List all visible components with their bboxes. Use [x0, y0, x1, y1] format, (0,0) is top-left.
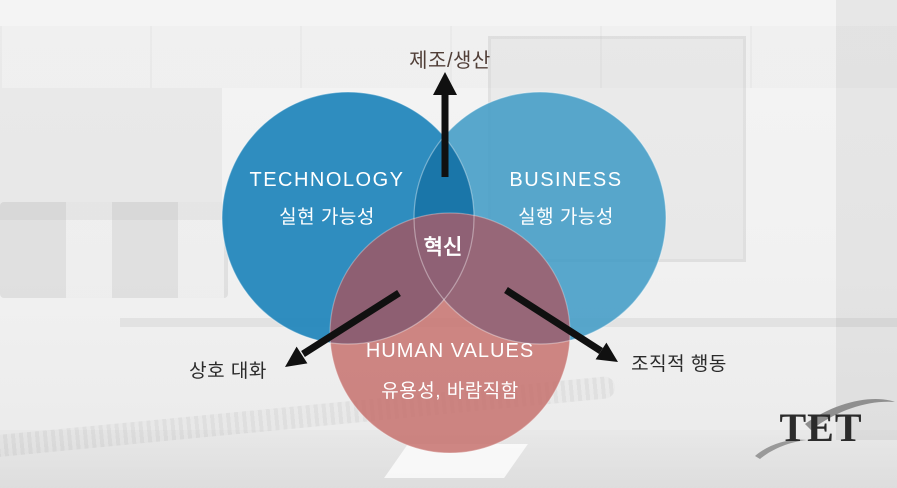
business-title: BUSINESS [509, 169, 623, 191]
swoosh-upper-icon [805, 398, 895, 430]
bottom-right-callout-label: 조직적 행동 [631, 354, 727, 375]
arrow-down-left-shaft [301, 290, 401, 357]
swoosh-lower-icon [755, 439, 807, 459]
arrow-up-icon [433, 72, 457, 95]
background-wall-band [0, 26, 897, 88]
tet-logo: TET [745, 392, 897, 464]
business-circle-edge [413, 91, 667, 345]
background-machine-left [0, 88, 222, 220]
technology-title: TECHNOLOGY [249, 169, 405, 191]
background-right-column [836, 0, 897, 440]
technology-circle-edge [221, 91, 475, 345]
background-vent-boxes [0, 202, 228, 298]
human-values-title: HUMAN VALUES [365, 340, 535, 362]
business-subtitle: 실행 가능성 [518, 207, 614, 228]
center-label: 혁신 [423, 236, 463, 259]
human-values-subtitle: 유용성, 바람직함 [381, 381, 519, 402]
arrow-down-right-shaft [504, 287, 603, 354]
logo-text: TET [779, 405, 863, 450]
top-callout-label: 제조/생산 [409, 50, 491, 72]
arrows [285, 72, 618, 367]
bottom-left-callout-label: 상호 대화 [189, 361, 267, 382]
venn-circles [221, 91, 667, 454]
technology-subtitle: 실현 가능성 [279, 207, 375, 228]
arrow-down-left-icon [285, 346, 308, 367]
arrow-down-right-icon [595, 342, 618, 362]
logo-swoosh-graphic [755, 398, 895, 459]
